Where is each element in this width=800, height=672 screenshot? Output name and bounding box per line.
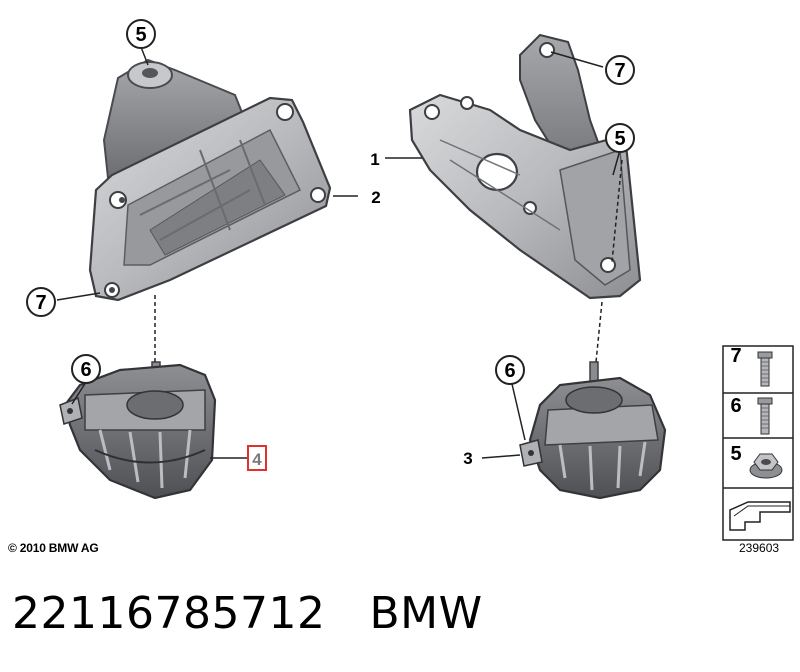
engine-bracket-right (408, 33, 642, 300)
legend-row-6: 6 (730, 395, 773, 435)
brand-name: BMW (369, 588, 483, 639)
part-number: 22116785712 (12, 588, 326, 639)
callout-label: 2 (371, 188, 380, 207)
part-caption: 22116785712 BMW (12, 588, 483, 639)
callout-label: 6 (504, 360, 515, 382)
callout-label: 1 (370, 150, 379, 169)
callout-left-bracket-part: 2 (371, 188, 380, 207)
callout-left-bracket-top-nut: 5 (126, 19, 156, 49)
image-number: 239603 (739, 541, 780, 555)
callout-label: 5 (135, 24, 146, 46)
callout-right-bracket-top-bolt: 7 (605, 55, 635, 85)
callout-label: 7 (614, 60, 625, 82)
engine-mount-left (59, 361, 217, 500)
callout-label: 5 (614, 128, 625, 150)
legend-label: 6 (730, 395, 741, 417)
assembly-lines (154, 159, 623, 363)
callout-right-mount-part: 3 (463, 449, 472, 468)
hex-flange-nut-icon (749, 453, 783, 479)
callout-left-mount-bolt: 6 (71, 354, 101, 384)
legend-row-7: 7 (730, 345, 773, 387)
legend-row-5: 5 (730, 443, 783, 479)
callout-right-mount-bolt: 6 (495, 355, 525, 385)
callout-right-bracket-part: 1 (370, 150, 379, 169)
parts-diagram: 5 7 2 6 4 1 7 5 6 3 7 (26, 19, 794, 541)
leader-lines (56, 46, 621, 459)
reference-arrow-icon (729, 501, 791, 531)
engine-bracket-left (88, 58, 332, 302)
fastener-legend: 7 6 5 (722, 345, 794, 541)
hex-flange-bolt-long-icon (757, 351, 773, 387)
callout-label: 4 (252, 450, 262, 469)
legend-label: 5 (730, 443, 741, 465)
highlight-box (247, 445, 267, 471)
callout-label: 7 (35, 292, 46, 314)
engine-mount-right (519, 361, 667, 500)
callout-label: 6 (80, 359, 91, 381)
callout-left-mount-part[interactable]: 4 (247, 445, 267, 471)
hex-flange-bolt-short-icon (757, 397, 773, 435)
callout-label: 3 (463, 449, 472, 468)
legend-label: 7 (730, 345, 741, 367)
callout-left-bracket-bolt: 7 (26, 287, 56, 317)
copyright-notice: © 2010 BMW AG (8, 541, 99, 555)
callout-right-bracket-nut: 5 (605, 123, 635, 153)
